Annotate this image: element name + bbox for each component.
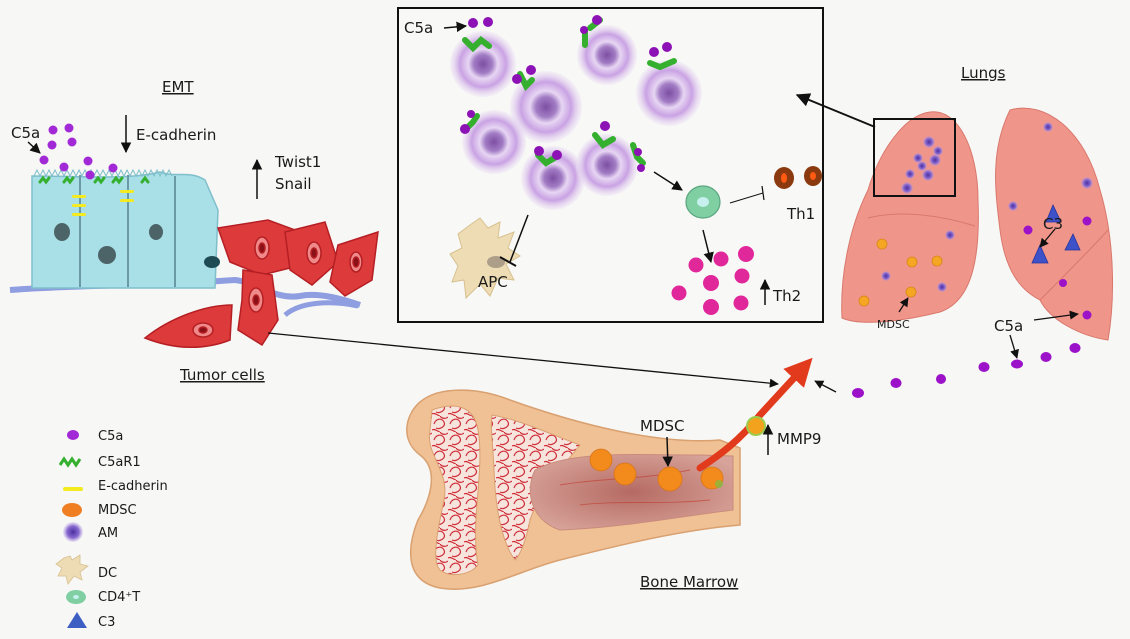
legend-item-c5ar1: C5aR1 [58, 455, 141, 470]
lung-mdsc [858, 238, 943, 307]
emt-heading: EMT [162, 78, 194, 96]
lung-c5a-label: C5a [994, 317, 1023, 335]
vessel-exit-arrow [696, 357, 813, 472]
lung-c5a-arrow [1033, 310, 1079, 321]
bone-marrow-panel: MDSC MMP9 Bone Marrow [406, 357, 821, 591]
dc-cell-icon [55, 554, 89, 585]
th1-label: Th1 [786, 205, 815, 223]
apc-inhibit-line [509, 214, 529, 263]
emt-snail-label: Snail [275, 175, 312, 193]
legend-item-mdsc: MDSC [62, 503, 137, 518]
mdsc-mmp9-marker [715, 480, 723, 488]
tumor-cells-label: Tumor cells [179, 366, 265, 384]
lung-mdsc-label: MDSC [877, 318, 910, 331]
lung-c5a [1023, 216, 1092, 320]
legend-item-c5a: C5a [67, 429, 123, 444]
lung-c3 [1031, 204, 1081, 264]
alveolar-macrophages [450, 25, 702, 210]
am-cell-icon [63, 522, 83, 542]
c5a-to-vessel-arrow [814, 380, 837, 393]
emt-c5a-label: C5a [11, 124, 40, 142]
inset-c5a-arrow [443, 21, 468, 33]
apc-inhibit-bar [499, 256, 517, 267]
legend: C5a C5aR1 E-cadherin MDSC AM DC CD4⁺T [55, 429, 168, 630]
th1-inhibit-line [729, 192, 764, 204]
legend-label: MDSC [98, 503, 137, 518]
legend-label: C5a [98, 429, 123, 444]
th2-label: Th2 [772, 287, 801, 305]
c5a-molecules-emt [39, 123, 118, 180]
legend-item-cd4t: CD4⁺T [66, 590, 140, 605]
legend-label: CD4⁺T [98, 590, 140, 605]
am-to-cd4t-arrow [653, 171, 683, 191]
legend-label: C5aR1 [98, 455, 141, 470]
ecadherin-bar-icon [63, 487, 83, 491]
legend-label: E-cadherin [98, 479, 168, 494]
left-lung [841, 111, 979, 323]
legend-label: C3 [98, 615, 115, 630]
inset-c5a-label: C5a [404, 19, 433, 37]
mmp9-label: MMP9 [777, 430, 821, 448]
metastasis-arrow [267, 332, 779, 388]
migrating-mdsc [746, 416, 766, 436]
lung-mdsc-arrow [898, 297, 909, 313]
c3-arrow [1039, 228, 1056, 248]
c5ar1-squiggle-icon [58, 456, 82, 468]
legend-label: AM [98, 526, 118, 541]
apc-cell [449, 217, 521, 300]
legend-item-c3: C3 [67, 612, 115, 630]
inset-panel: C5a APC Th1 Th2 [397, 7, 824, 323]
basement-membrane-segment [283, 300, 359, 318]
right-lung [995, 107, 1114, 341]
cd4t-icon-nucleus [73, 595, 79, 599]
emt-c5a-arrow [27, 141, 41, 154]
c3-triangle-icon [67, 612, 87, 628]
legend-label: DC [98, 566, 117, 581]
legend-item-am: AM [63, 522, 118, 542]
marrow-mdsc-arrow [662, 436, 673, 468]
right-lung-fissure [1039, 229, 1109, 301]
marrow-mdsc [589, 448, 724, 492]
bone-marrow-heading: Bone Marrow [640, 573, 738, 591]
th1-cells [774, 166, 822, 189]
lung-am-scattered [881, 122, 1093, 292]
marrow-mdsc-label: MDSC [640, 417, 685, 435]
c5a-dot-icon [67, 430, 79, 440]
tumor-cells [143, 219, 379, 348]
c3-label: C3 [1043, 215, 1063, 233]
th1-inhibit-bar [761, 185, 765, 201]
lung-zoom-box [873, 118, 956, 197]
emt-panel: EMT [9, 78, 379, 384]
apc-label: APC [478, 273, 508, 291]
lungs-heading: Lungs [961, 64, 1006, 82]
spongy-bone-1 [428, 405, 481, 576]
mdsc-dot-icon [62, 503, 82, 517]
cd4t-nucleus [697, 197, 709, 207]
epithelial-cells [31, 168, 220, 289]
circulating-c5a-arrow [1009, 334, 1019, 359]
cd4t-to-th2-arrow [702, 229, 714, 264]
emt-ecadherin-label: E-cadherin [136, 126, 216, 144]
macrophage-c5a [460, 15, 672, 172]
apc-nucleus [487, 256, 505, 268]
th2-cells [671, 246, 754, 315]
lungs-panel: Lungs MDSC C3 [814, 64, 1114, 398]
legend-item-ecadherin: E-cadherin [63, 479, 168, 494]
lung-am-cluster [901, 136, 943, 194]
circulating-c5a [852, 343, 1081, 398]
zoom-link-arrow [795, 93, 876, 128]
legend-item-dc: DC [55, 554, 117, 585]
left-lung-fissure [867, 213, 976, 227]
emt-twist1-label: Twist1 [274, 153, 321, 171]
